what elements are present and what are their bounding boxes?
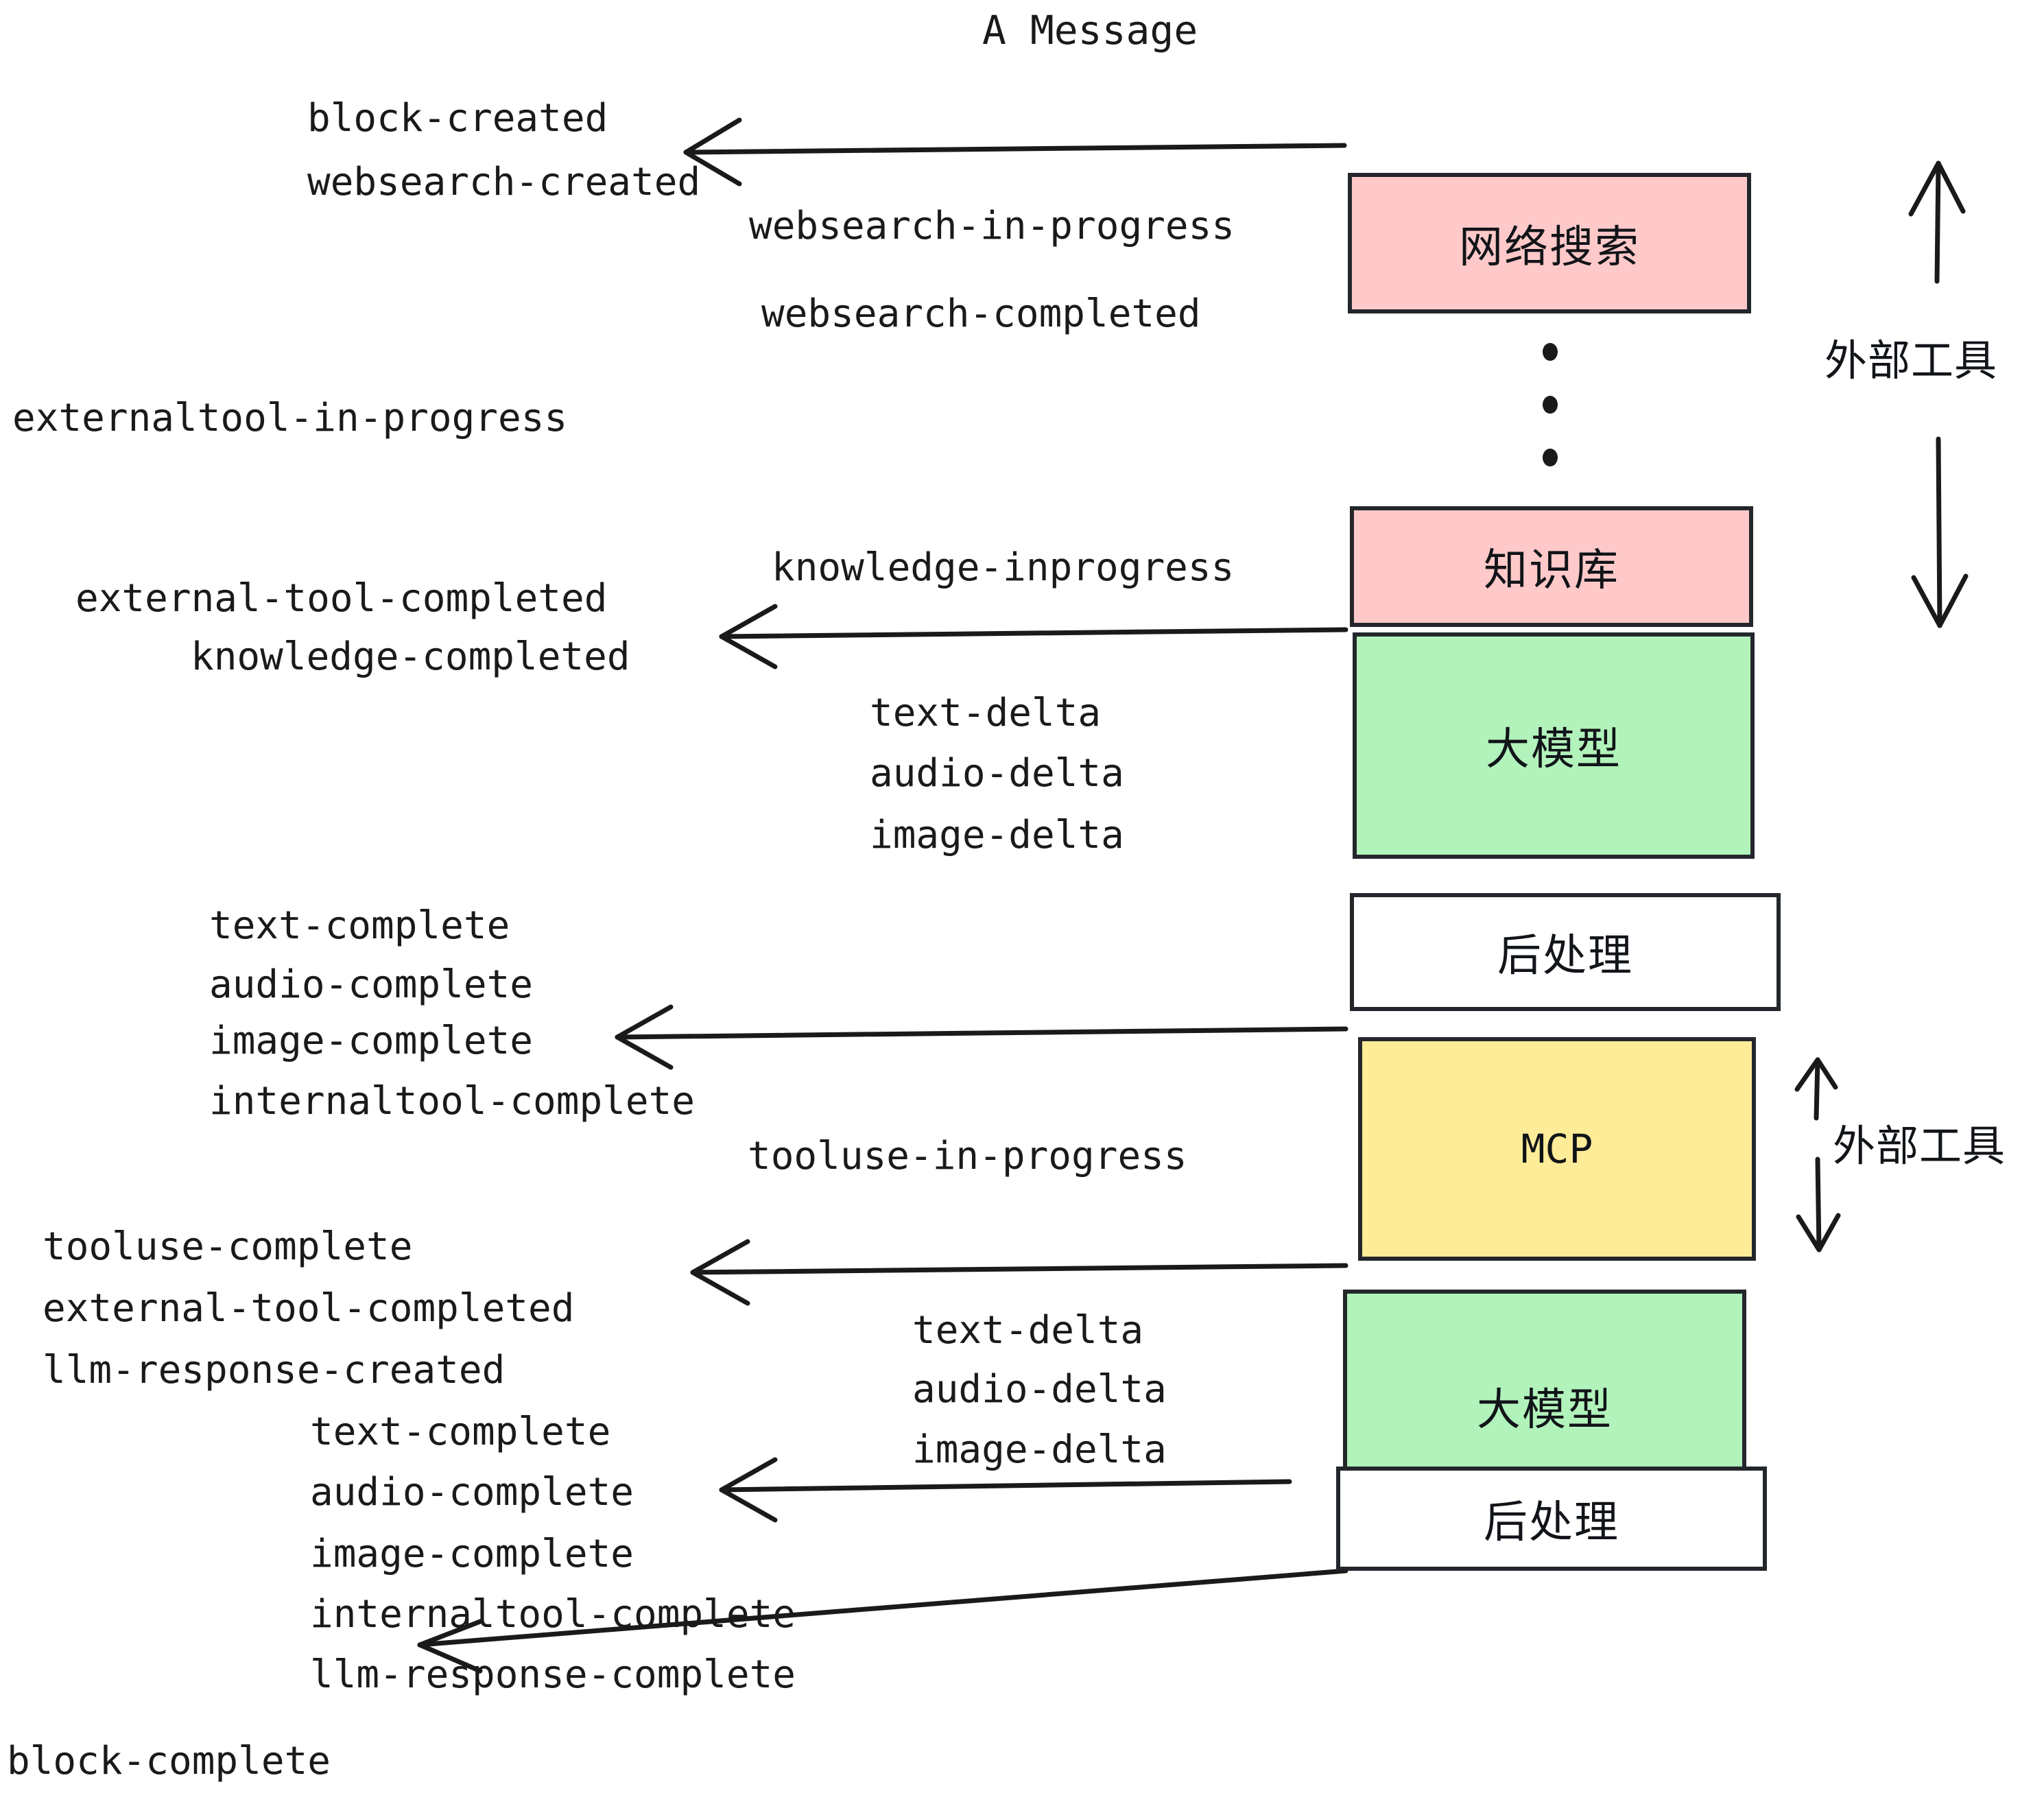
box-llm-2-label: 大模型 — [1477, 1385, 1613, 1436]
event-external-tool-completed-1: external-tool-completed — [75, 576, 608, 621]
event-websearch-completed: websearch-completed — [761, 292, 1201, 336]
event-image-complete-2: image-complete — [310, 1532, 634, 1576]
event-text-delta-1: text-delta — [870, 691, 1102, 735]
box-websearch-label: 网络搜索 — [1459, 222, 1640, 273]
event-tooluse-in-progress: tooluse-in-progress — [748, 1134, 1187, 1178]
event-knowledge-inprogress: knowledge-inprogress — [772, 545, 1235, 590]
box-postprocess-1: 后处理 — [1350, 893, 1781, 1011]
box-llm-1: 大模型 — [1353, 632, 1755, 859]
event-text-complete-2: text-complete — [310, 1410, 611, 1454]
box-llm-1-label: 大模型 — [1486, 724, 1621, 775]
event-image-complete-1: image-complete — [209, 1019, 534, 1063]
event-knowledge-completed: knowledge-completed — [191, 634, 630, 679]
side-label-external-tools-top: 外部工具 — [1825, 335, 1998, 385]
event-image-delta-2: image-delta — [912, 1427, 1167, 1472]
event-tooluse-complete: tooluse-complete — [43, 1224, 413, 1269]
page-title: A Message — [982, 7, 1198, 54]
event-text-complete-1: text-complete — [209, 903, 510, 948]
event-audio-complete-1: audio-complete — [209, 962, 534, 1007]
event-audio-delta-1: audio-delta — [870, 751, 1124, 796]
dot-3 — [1543, 449, 1558, 466]
event-audio-complete-2: audio-complete — [310, 1470, 634, 1515]
event-image-delta-1: image-delta — [870, 813, 1124, 857]
event-external-tool-completed-2: external-tool-completed — [43, 1286, 575, 1331]
event-websearch-in-progress: websearch-in-progress — [749, 204, 1235, 248]
event-block-complete: block-complete — [7, 1739, 331, 1783]
dot-2 — [1543, 396, 1558, 414]
box-knowledge: 知识库 — [1350, 506, 1753, 627]
event-llm-response-created: llm-response-created — [43, 1348, 506, 1392]
ellipsis-dots — [1542, 343, 1558, 466]
event-internaltool-complete-2: internaltool-complete — [310, 1592, 796, 1637]
event-internaltool-complete-1: internaltool-complete — [209, 1079, 696, 1124]
side-label-external-tools-bottom: 外部工具 — [1833, 1121, 2006, 1171]
event-websearch-created: websearch-created — [307, 160, 701, 204]
event-externaltool-in-progress: externaltool-in-progress — [12, 396, 568, 440]
event-llm-response-complete: llm-response-complete — [310, 1652, 796, 1697]
box-postprocess-2: 后处理 — [1336, 1467, 1767, 1571]
box-websearch: 网络搜索 — [1348, 173, 1751, 313]
event-text-delta-2: text-delta — [912, 1308, 1144, 1353]
event-block-created: block-created — [307, 96, 608, 141]
box-postprocess-2-label: 后处理 — [1484, 1497, 1619, 1548]
box-mcp-label: MCP — [1521, 1126, 1593, 1172]
dot-1 — [1543, 343, 1558, 361]
box-postprocess-1-label: 后处理 — [1497, 931, 1633, 982]
box-mcp: MCP — [1358, 1037, 1756, 1261]
box-knowledge-label: 知识库 — [1484, 545, 1619, 596]
event-audio-delta-2: audio-delta — [912, 1367, 1167, 1412]
